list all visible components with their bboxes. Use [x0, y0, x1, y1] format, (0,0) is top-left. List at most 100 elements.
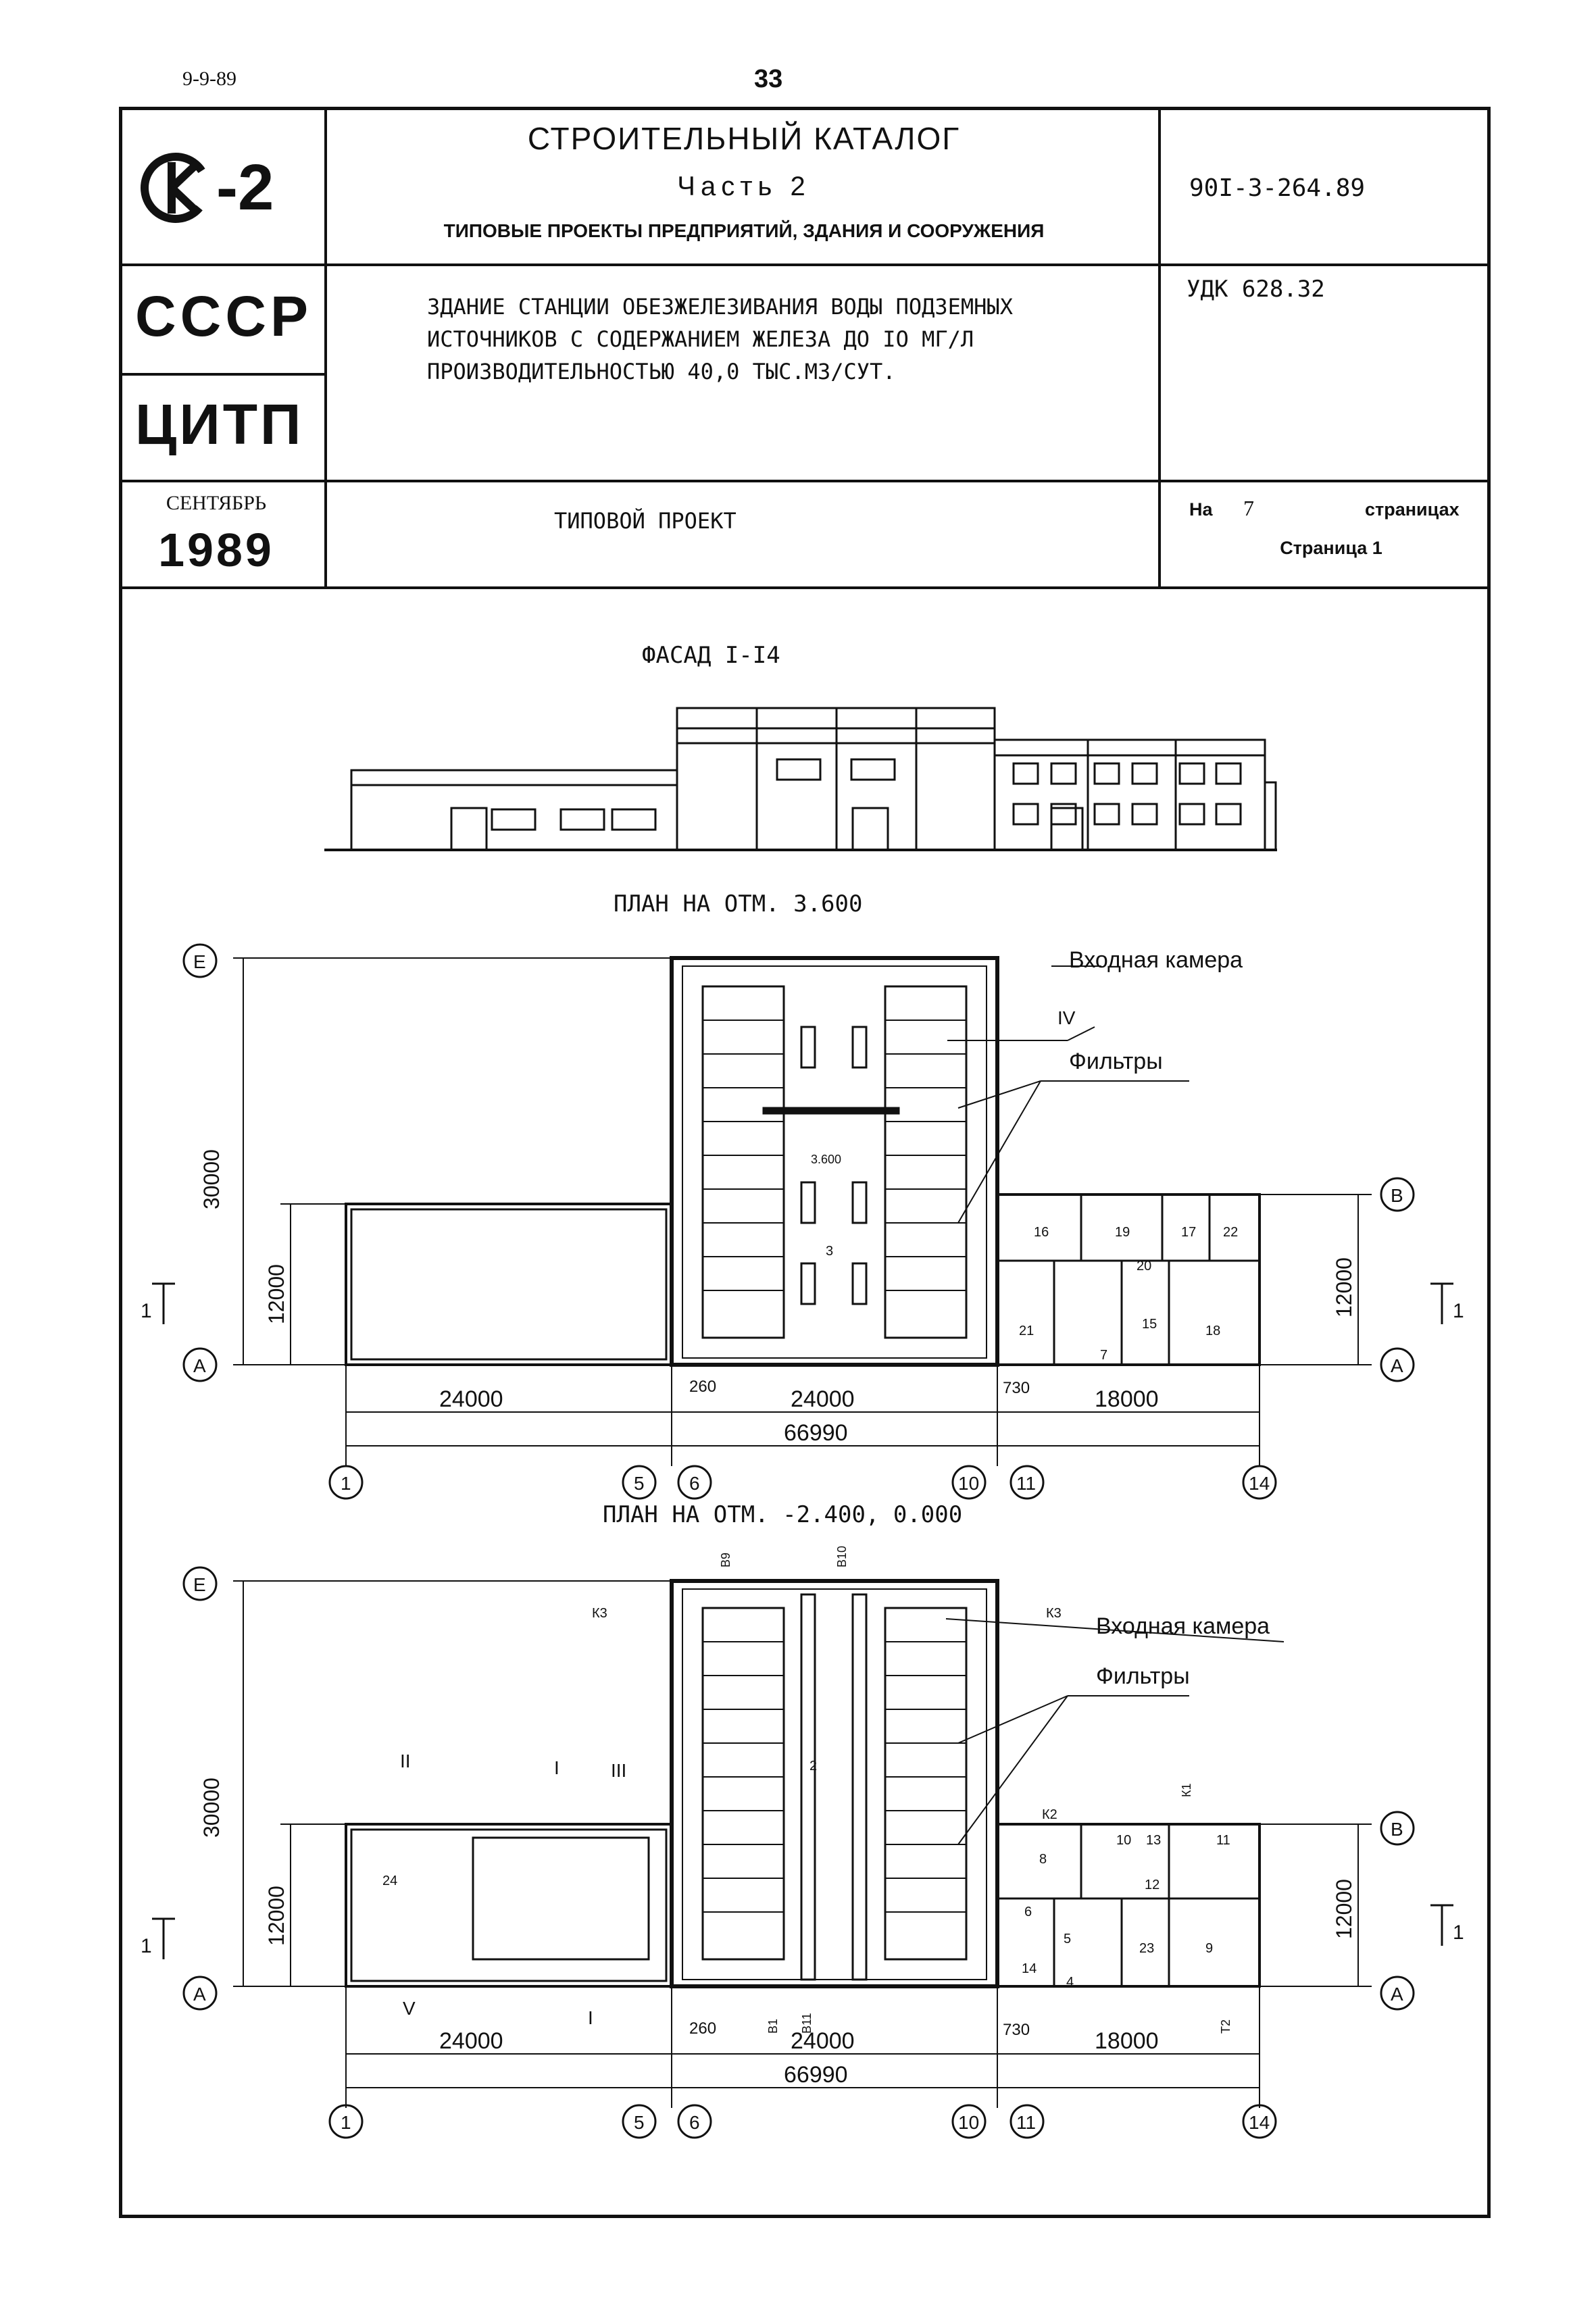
axis-e-1: Е [193, 951, 206, 972]
axis-6-2: 6 [689, 2112, 700, 2133]
room-7: 7 [1100, 1348, 1107, 1363]
axis-a-right-1: А [1391, 1355, 1403, 1376]
udk-code: УДК 628.32 [1187, 276, 1325, 303]
room-19: 19 [1115, 1225, 1130, 1240]
axis-e-2: Е [193, 1574, 206, 1595]
plan1-labels: Входная камера IV Фильтры 3.600 30000 12… [141, 947, 1464, 1494]
dim-730-2: 730 [1003, 2021, 1030, 2039]
dim-24000-a-2: 24000 [439, 2028, 503, 2054]
axis-14-2: 14 [1249, 2112, 1270, 2133]
plan-level-3600 [152, 943, 1453, 1500]
room-23: 23 [1139, 1941, 1154, 1956]
axis-a-left-1: А [193, 1355, 206, 1376]
page-count: На 7 страницах [1189, 496, 1473, 521]
axis-5-2: 5 [634, 2112, 645, 2133]
section-mark-left-1: 1 [141, 1300, 152, 1322]
room-10: 10 [1116, 1833, 1131, 1848]
room-15: 15 [1142, 1317, 1157, 1332]
dim-18000-2: 18000 [1095, 2028, 1159, 2054]
dim-12000-right-1: 12000 [1332, 1257, 1356, 1317]
room-3: 3 [826, 1244, 833, 1259]
room-8: 8 [1039, 1852, 1047, 1867]
room-18: 18 [1205, 1324, 1220, 1338]
issue-month: СЕНТЯБРЬ [166, 492, 267, 514]
axis-1-1: 1 [341, 1473, 351, 1494]
room-5: 5 [1064, 1932, 1071, 1946]
section-mark-right-2: 1 [1453, 1921, 1464, 1944]
axis-b-2: В [1391, 1819, 1403, 1840]
description-line-2: ИСТОЧНИКОВ С СОДЕРЖАНИЕМ ЖЕЛЕЗА ДО IO МГ… [427, 326, 974, 352]
dim-12000-left-2: 12000 [264, 1886, 289, 1946]
dim-12000-right-2: 12000 [1332, 1879, 1356, 1939]
dim-730-1: 730 [1003, 1379, 1030, 1397]
section-mark-right-1: 1 [1453, 1300, 1464, 1322]
dim-12000-left-1: 12000 [264, 1264, 289, 1324]
plan-level-minus2400 [152, 1566, 1453, 2139]
facade-title: ФАСАД I-I4 [642, 642, 780, 669]
project-description: ЗДАНИЕ СТАНЦИИ ОБЕЗЖЕЛЕЗИВАНИЯ ВОДЫ ПОДЗ… [427, 291, 1143, 388]
pages-on: На [1189, 499, 1213, 520]
dim-total-2: 66990 [784, 2062, 848, 2088]
axis-10-2: 10 [958, 2112, 979, 2133]
dim-18000-1: 18000 [1095, 1386, 1159, 1412]
plan2-labels: Входная камера Фильтры 30000 12000 12000… [141, 1546, 1464, 2133]
pipe-v10-top: В10 [835, 1546, 849, 1567]
pipe-k2-right: К2 [1042, 1807, 1057, 1822]
room-2: 2 [809, 1759, 817, 1774]
label-entry-chamber-2: Входная камера [1096, 1613, 1270, 1639]
room-9: 9 [1205, 1941, 1213, 1956]
issue-year: 1989 [158, 524, 274, 576]
sk2-logo: -2 [135, 147, 297, 228]
dim-24000-b-2: 24000 [791, 2028, 855, 2054]
plan2-title: ПЛАН НА ОТМ. -2.400, 0.000 [603, 1501, 963, 1528]
pipe-v1: В1 [766, 2019, 780, 2034]
catalog-subtitle: ТИПОВЫЕ ПРОЕКТЫ ПРЕДПРИЯТИЙ, ЗДАНИЯ И СО… [443, 220, 1045, 241]
axis-14-1: 14 [1249, 1473, 1270, 1494]
room-22: 22 [1223, 1225, 1238, 1240]
label-filters-2: Фильтры [1096, 1663, 1190, 1689]
room-21: 21 [1019, 1324, 1034, 1338]
axis-11-1: 11 [1016, 1473, 1036, 1494]
document-code-top: 9-9-89 [182, 68, 236, 90]
axis-11-2: 11 [1016, 2112, 1036, 2133]
pipe-t2: Т2 [1219, 2019, 1232, 2034]
mark-3600: 3.600 [811, 1153, 841, 1166]
dim-260-1: 260 [689, 1378, 716, 1396]
pipe-k1: К1 [1180, 1784, 1193, 1798]
room-17: 17 [1181, 1225, 1196, 1240]
axis-a-right-2: А [1391, 1984, 1403, 2005]
page-number: 33 [754, 65, 783, 93]
label-iv: IV [1057, 1007, 1076, 1028]
room-4: 4 [1066, 1975, 1074, 1990]
axis-a-left-2: А [193, 1984, 206, 2005]
room-6: 6 [1024, 1905, 1032, 1919]
pages-word: страницах [1365, 499, 1460, 520]
roman-I-top: I [554, 1757, 559, 1778]
dim-total-1: 66990 [784, 1420, 848, 1446]
sheet-frame [119, 107, 1491, 2218]
plan1-title: ПЛАН НА ОТМ. 3.600 [614, 890, 863, 917]
room-14: 14 [1022, 1961, 1037, 1976]
roman-I-bottom: I [588, 2007, 593, 2028]
axis-6-1: 6 [689, 1473, 700, 1494]
axis-b-1: В [1391, 1185, 1403, 1206]
section-mark-left-2: 1 [141, 1935, 152, 1957]
sk-emblem-icon [141, 153, 211, 223]
label-filters-1: Фильтры [1069, 1049, 1163, 1074]
roman-II: II [400, 1751, 411, 1771]
axis-5-1: 5 [634, 1473, 645, 1494]
axis-1-2: 1 [341, 2112, 351, 2133]
dim-24000-b-1: 24000 [791, 1386, 855, 1412]
pipe-k3-left: К3 [592, 1606, 607, 1621]
dim-24000-a-1: 24000 [439, 1386, 503, 1412]
roman-V: V [403, 1998, 416, 2019]
pages-count: 7 [1243, 496, 1254, 520]
pipe-k3-right: К3 [1046, 1606, 1062, 1621]
catalog-title: СТРОИТЕЛЬНЫЙ КАТАЛОГ [527, 121, 961, 156]
dim-260-2: 260 [689, 2019, 716, 2038]
room-20: 20 [1137, 1259, 1151, 1274]
catalog-part: Часть 2 [677, 172, 811, 201]
pipe-v9-top: В9 [719, 1553, 732, 1567]
current-page: Страница 1 [1280, 538, 1382, 558]
